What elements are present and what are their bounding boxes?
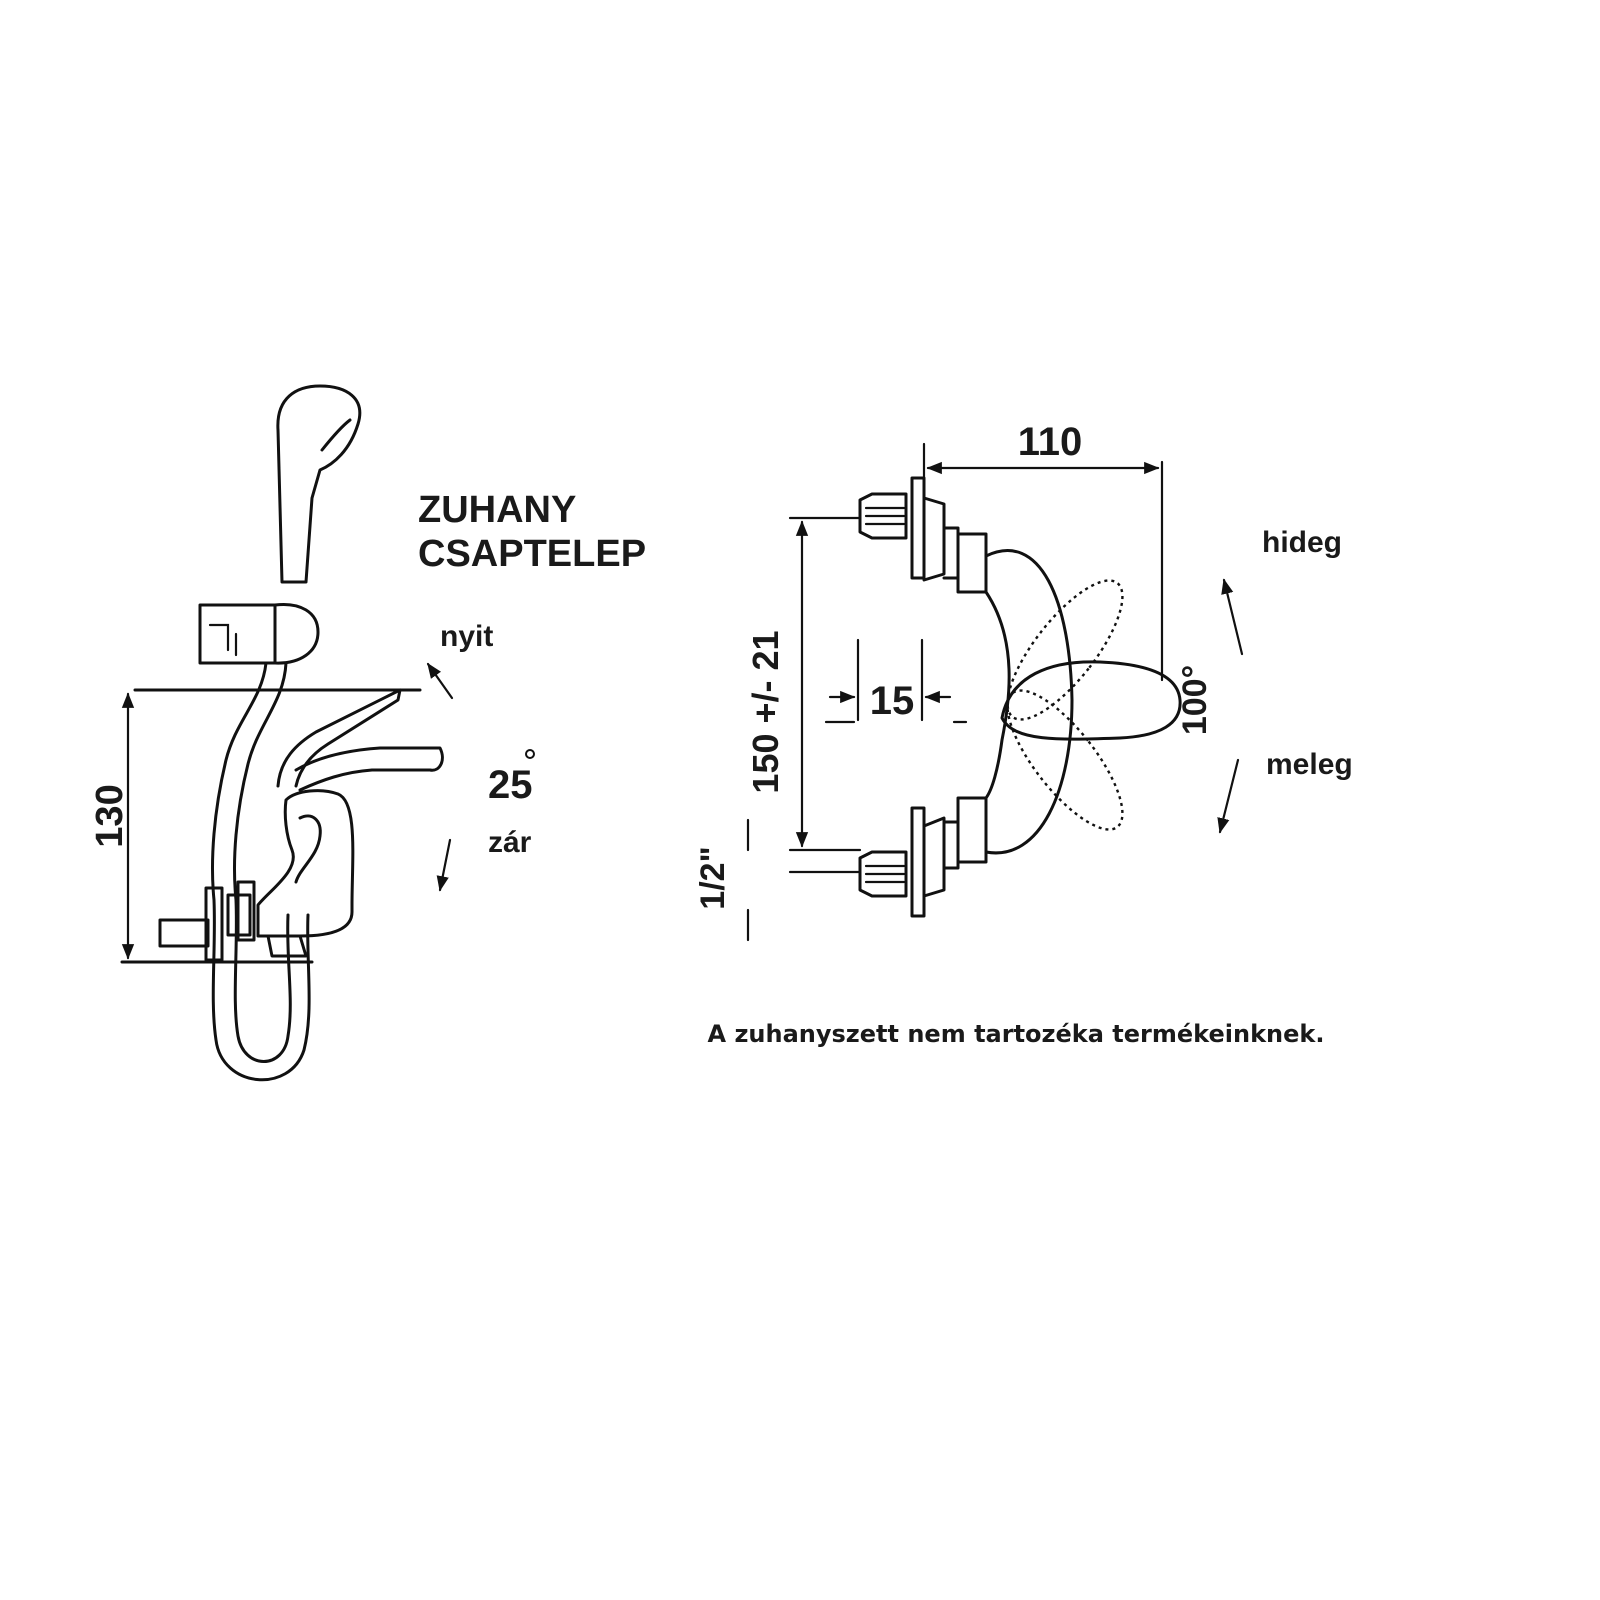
hand-shower-head <box>276 384 362 584</box>
hot-label: meleg <box>1266 748 1353 781</box>
lever-top-view <box>1000 660 1182 741</box>
close-label: zár <box>488 826 532 859</box>
rotation-angle-label: 100° <box>1176 665 1214 735</box>
faucet-body-top <box>984 549 1074 855</box>
hot-direction-arrow <box>1217 758 1240 834</box>
shower-holder <box>198 603 277 665</box>
shower-hose <box>211 661 311 1082</box>
width-dimension-label: 110 <box>1018 420 1083 464</box>
title-line-1: ZUHANY <box>418 489 576 531</box>
spacing-dimension-label: 150 +/- 21 <box>745 630 786 793</box>
lever-hot-position <box>1006 579 1124 721</box>
lever-cold-position <box>1006 689 1124 831</box>
accessory-note: A zuhanyszett nem tartozéka termékeinkne… <box>708 1020 1325 1048</box>
height-dimension-label: 130 <box>89 784 131 847</box>
side-view-drawing <box>120 384 535 1082</box>
cold-label: hideg <box>1262 526 1342 559</box>
top-view-drawing <box>746 442 1244 942</box>
open-label: nyit <box>440 620 493 653</box>
degree-symbol <box>525 749 535 759</box>
close-direction-arrow <box>436 838 452 892</box>
open-direction-arrow <box>426 662 454 700</box>
wall-flange <box>204 886 224 962</box>
lower-connector <box>858 850 908 898</box>
title-line-2: CSAPTELEP <box>418 533 646 575</box>
offset-dimension-label: 15 <box>870 679 915 723</box>
lever-closed-position <box>294 746 444 792</box>
angle-label: 25 <box>488 763 533 807</box>
cold-direction-arrow <box>1221 578 1244 656</box>
lever-open-position <box>276 688 402 788</box>
pipe-dimension-label: 1/2" <box>694 846 732 909</box>
faucet-body <box>256 789 355 938</box>
upper-connector <box>858 492 908 540</box>
